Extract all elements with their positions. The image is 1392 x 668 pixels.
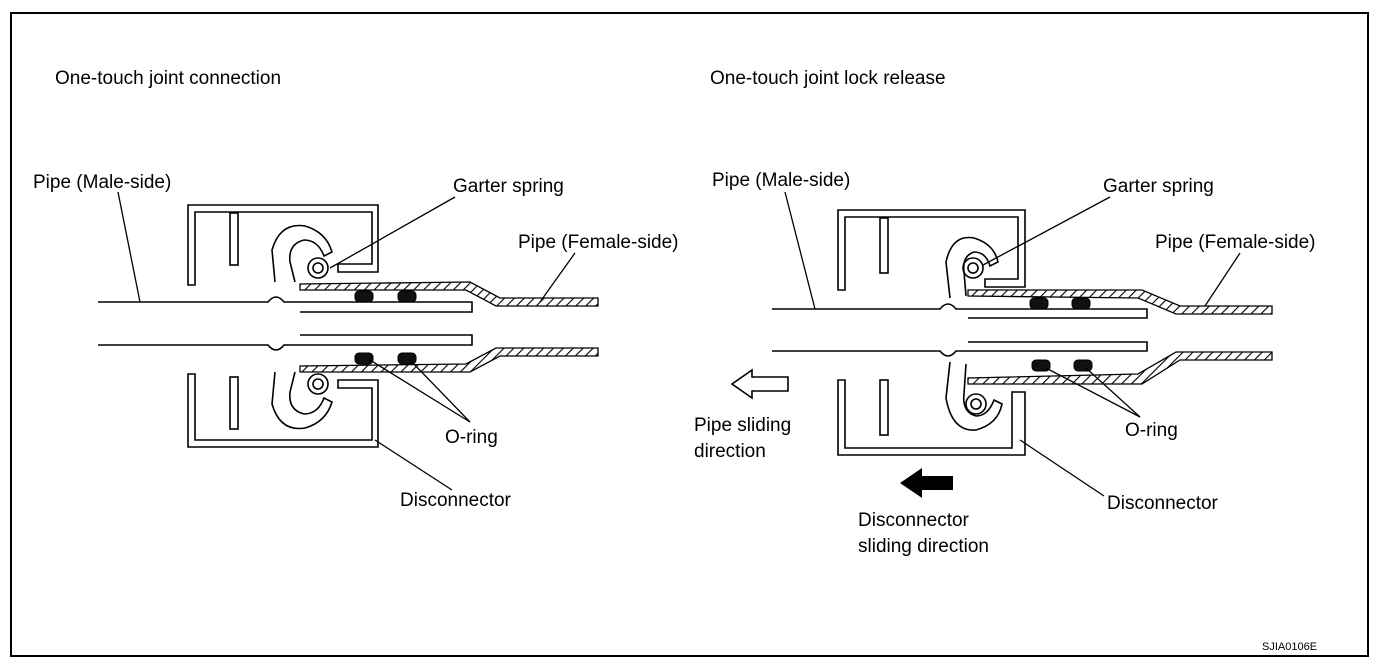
right-leader-garter [982, 196, 1111, 266]
left-panel: One-touch joint connection Pipe (Mal [33, 68, 679, 511]
right-oring-2 [1071, 297, 1091, 310]
left-disconnector-top [187, 204, 379, 286]
left-garter-spring-bottom [307, 373, 329, 395]
left-pipe-male [98, 296, 473, 351]
right-title: One-touch joint lock release [710, 68, 946, 89]
left-garter-spring-top [307, 257, 329, 279]
left-leader-garter [329, 196, 456, 269]
right-label-disconnector: Disconnector [1107, 493, 1219, 514]
figure-frame [10, 12, 1369, 657]
right-disconnector-bottom [837, 379, 1026, 456]
right-label-pipe-female: Pipe (Female-side) [1155, 232, 1316, 253]
right-oring-4 [1073, 359, 1093, 372]
left-leader-pipe-female [539, 252, 576, 303]
left-oring-1 [354, 290, 374, 303]
right-leader-pipe-male [784, 191, 816, 310]
left-oring-2 [397, 290, 417, 303]
right-disconnector-top [837, 209, 1026, 291]
right-garter-spring-bottom [965, 393, 987, 415]
right-label-pipe-sliding-2: direction [694, 441, 766, 462]
right-leader-oring-1 [1045, 367, 1141, 418]
right-garter-spring-top [962, 257, 984, 279]
left-spring-housing-bottom [271, 371, 333, 430]
figure-code: SJIA0106E [1262, 641, 1317, 653]
left-label-garter-spring: Garter spring [453, 176, 564, 197]
left-disconnector-slot-top [229, 212, 239, 266]
right-label-garter-spring: Garter spring [1103, 176, 1214, 197]
right-label-disconnector-sliding-1: Disconnector [858, 510, 970, 531]
left-pipe-female-top [299, 281, 599, 307]
right-disconnector-slot-top [879, 217, 889, 274]
left-disconnector-bottom [187, 373, 379, 448]
left-leader-oring-2 [409, 359, 471, 423]
left-label-pipe-female: Pipe (Female-side) [518, 232, 679, 253]
right-leader-oring-2 [1085, 367, 1141, 418]
left-disconnector-slot-bottom [229, 376, 239, 430]
left-label-oring: O-ring [445, 427, 498, 448]
right-label-pipe-sliding-1: Pipe sliding [694, 415, 791, 436]
right-oring-3 [1031, 359, 1051, 372]
pipe-sliding-arrow [730, 368, 789, 400]
left-title: One-touch joint connection [55, 68, 281, 89]
right-spring-housing-top [945, 236, 999, 299]
left-label-disconnector: Disconnector [400, 490, 512, 511]
right-disconnector-slot-bottom [879, 379, 889, 436]
disconnector-sliding-arrow [900, 468, 953, 498]
right-pipe-female-top [967, 289, 1273, 315]
left-label-pipe-male: Pipe (Male-side) [33, 172, 171, 193]
right-oring-1 [1029, 297, 1049, 310]
right-label-pipe-male: Pipe (Male-side) [712, 170, 850, 191]
left-oring-4 [397, 352, 417, 365]
right-label-oring: O-ring [1125, 420, 1178, 441]
right-leader-disconnector [1019, 439, 1105, 497]
left-leader-disconnector [374, 439, 453, 491]
left-leader-pipe-male [117, 191, 141, 303]
left-leader-oring-1 [369, 359, 471, 423]
right-panel: One-touch joint lock release [694, 68, 1316, 557]
left-spring-housing-top [271, 224, 333, 283]
right-spring-housing-bottom [945, 361, 1003, 431]
right-pipe-female-bottom [967, 351, 1273, 385]
right-pipe-male [772, 303, 1148, 357]
right-leader-pipe-female [1204, 252, 1241, 307]
left-oring-3 [354, 352, 374, 365]
left-pipe-female-bottom [299, 347, 599, 373]
right-label-disconnector-sliding-2: sliding direction [858, 536, 989, 557]
